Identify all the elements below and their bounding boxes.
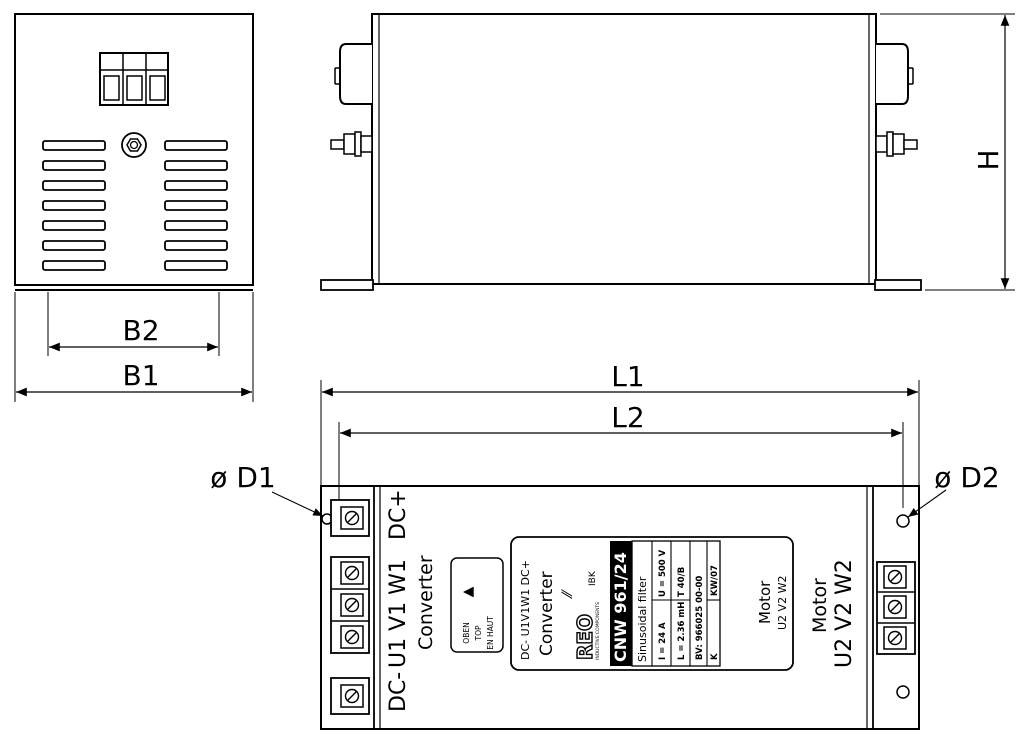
filter-type: Sinusoidal filter bbox=[636, 576, 649, 662]
k-field: K bbox=[710, 653, 720, 660]
converter-label: Converter bbox=[415, 555, 437, 650]
sticker-line-2: TOP bbox=[474, 625, 483, 641]
nameplate: DC- U1V1W1 DC+ Converter REO INDUCTIVE C… bbox=[510, 536, 794, 671]
cert-label: IBK bbox=[588, 570, 598, 586]
sticker-line-3: EN HAUT bbox=[486, 616, 495, 650]
vent-slots bbox=[42, 140, 228, 271]
reo-logo: REO bbox=[573, 614, 597, 660]
bv-number: BV: 966025 00-00 bbox=[695, 576, 705, 660]
dc-plus-label: DC+ bbox=[386, 489, 411, 540]
rated-voltage: U = 500 V bbox=[658, 549, 668, 597]
dim-d2-label: ø D2 bbox=[934, 461, 999, 494]
dim-b1-label: B1 bbox=[122, 359, 159, 392]
nameplate-terminal-order: DC- U1V1W1 DC+ bbox=[519, 560, 532, 660]
end-view: B2 B1 bbox=[14, 13, 254, 402]
sticker-line-1: OBEN bbox=[462, 622, 471, 643]
dim-b2-label: B2 bbox=[122, 314, 159, 347]
mounting-hole-d2 bbox=[896, 514, 910, 528]
up-arrow-icon: ▲ bbox=[460, 586, 476, 597]
top-view: L1 L2 ø D1 ø D2 bbox=[210, 360, 1000, 730]
left-earth-bolt bbox=[330, 131, 373, 157]
nameplate-motor: Motor bbox=[756, 580, 774, 624]
dc-minus-label: DC- bbox=[386, 672, 411, 712]
top-terminal-block bbox=[99, 52, 169, 106]
dim-h-label: H bbox=[972, 149, 1005, 170]
reo-logo-subtitle: INDUCTIVE COMPONENTS bbox=[595, 602, 601, 660]
temp-class: T 40/B bbox=[677, 567, 687, 597]
motor-terminal-labels: U2 V2 W2 bbox=[832, 559, 857, 668]
nameplate-motor-terminals: U2 V2 W2 bbox=[776, 576, 789, 630]
motor-terminals bbox=[876, 561, 916, 655]
model-number: CNW 961/24 bbox=[611, 552, 630, 662]
mounting-hole bbox=[896, 685, 910, 699]
dc-minus-terminal bbox=[330, 677, 370, 715]
inductance: L = 2.36 mH bbox=[677, 602, 687, 660]
dim-l1-label: L1 bbox=[611, 360, 644, 393]
motor-label: Motor bbox=[809, 578, 831, 633]
side-view: H bbox=[320, 13, 1015, 291]
dim-l2-label: L2 bbox=[611, 401, 644, 434]
orientation-sticker: ▲ OBEN TOP EN HAUT bbox=[450, 557, 504, 653]
dc-plus-terminal bbox=[330, 499, 370, 537]
converter-terminal-labels: U1 V1 W1 bbox=[386, 559, 411, 668]
rated-current: I = 24 A bbox=[658, 622, 668, 660]
week-code: KW/07 bbox=[710, 565, 720, 596]
center-bolt bbox=[121, 132, 147, 158]
nameplate-converter: Converter bbox=[537, 571, 557, 656]
cert-mark-icon: ⁄⁄ bbox=[560, 589, 576, 599]
right-earth-bolt bbox=[875, 131, 918, 157]
dim-d1-label: ø D1 bbox=[210, 461, 275, 494]
converter-terminals bbox=[330, 556, 370, 654]
